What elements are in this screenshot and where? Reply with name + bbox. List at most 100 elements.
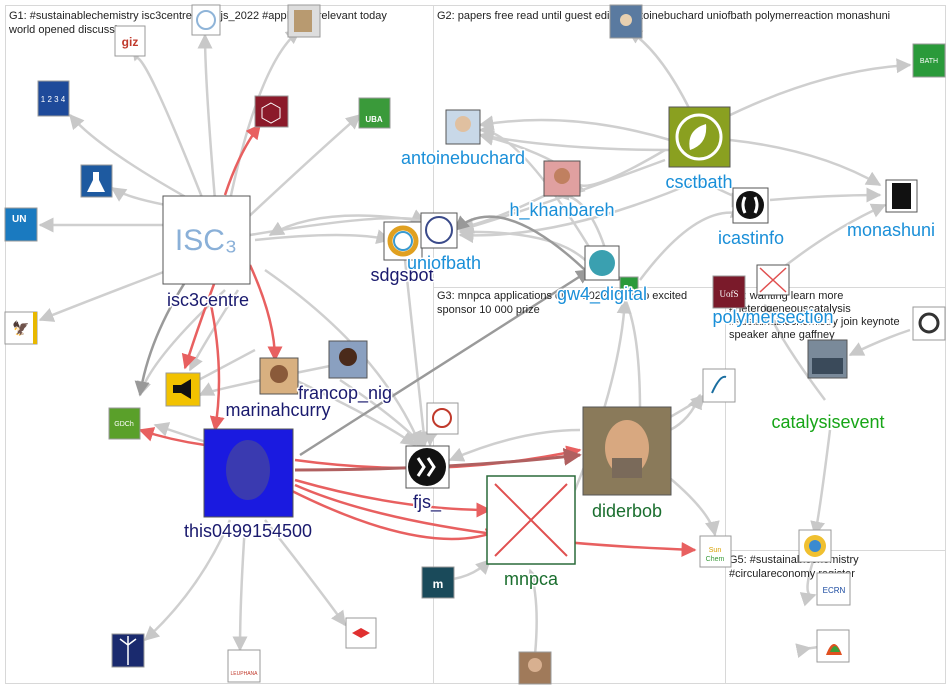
periodic-table-icon[interactable]: 1 2 3 4 [37,80,70,117]
lab-photo-icon[interactable] [609,4,643,39]
svg-text:1 2 3 4: 1 2 3 4 [41,95,66,104]
wind-turbine-icon[interactable] [111,633,145,668]
svg-text:🦅: 🦅 [12,319,29,337]
node-marinahcurry[interactable]: marinahcurry [224,357,332,422]
node-gw4[interactable]: gw4_digital [555,245,649,307]
megaphone-logo-icon[interactable] [165,372,201,407]
node-fjs_[interactable]: fjs_ [405,445,450,515]
node-isc3centre[interactable]: ISC₃ isc3centre [162,195,251,312]
node-this0499154500[interactable]: this0499154500 [182,428,314,543]
gdch-logo-icon[interactable]: GDCh [108,407,141,440]
node-h_khanbareh[interactable]: h_khanbareh [508,160,616,223]
isc3-logo-icon [162,195,251,285]
edge [198,363,336,397]
edge [248,264,283,362]
monash-logo-mark [892,183,911,209]
c-logo-icon[interactable] [912,306,946,341]
node-catalysisevent[interactable]: catalysisevent [770,339,886,434]
group-label-line: speaker anne gaffney [729,329,835,341]
svg-text:UN: UN [12,214,26,225]
node-icastinfo[interactable]: icastinfo [716,187,786,250]
node-monashuni[interactable]: monashuni [845,179,937,242]
edge [403,259,431,447]
leaf-circle [675,113,723,161]
node-mnpca[interactable]: mnpca [486,475,576,591]
group-panel-g5 [725,550,946,684]
edge [264,519,347,627]
uba-logo-icon[interactable]: UBA [358,97,391,129]
edge [527,568,542,656]
colorful-logo-icon[interactable] [816,629,850,663]
edge [729,138,882,187]
edge [458,224,591,266]
bulb-logo-icon[interactable] [426,402,459,435]
face-shape [339,348,357,366]
node-label: mnpca [504,569,559,589]
node-csctbath[interactable]: csctbath [664,106,734,194]
node-polymersection[interactable]: polymersection [711,264,835,329]
face-shape [455,116,471,132]
isc3-small-logo-icon[interactable] [191,4,221,36]
mn-logo-icon[interactable]: m [421,566,455,599]
seal-shape [425,216,453,244]
node-label: icastinfo [718,228,784,248]
node-label: h_khanbareh [509,200,614,221]
leuphana-logo-icon[interactable]: LEUPHANA [227,649,261,683]
sdg-wheel-outer [387,225,419,257]
node-diderbob[interactable]: diderbob [582,406,672,523]
group-label-g4: G4: wanting learn more #heterogeneouscat… [729,290,903,341]
flask-outline-logo-icon[interactable] [702,368,736,403]
edge [294,378,417,447]
sdg-wheel-inner [393,231,413,251]
labeled-nodes: ISC₃ isc3centre this0499154500 marinahcu… [162,106,937,591]
edge [299,268,592,457]
svg-text:LEUPHANA: LEUPHANA [231,671,259,677]
book-cover-icon[interactable] [287,4,321,38]
edge [244,114,362,221]
german-eagle-logo-icon[interactable]: 🦅 [4,311,38,345]
edge [626,28,692,111]
node-label: diderbob [592,501,662,521]
bath-logo-icon[interactable]: BATH [912,43,946,78]
green-square-icon[interactable] [619,276,639,294]
giz-logo-icon[interactable]: giz [114,25,146,57]
icast-logo-mark [741,196,759,214]
person-photo-icon[interactable] [518,651,552,685]
edge [769,187,882,203]
node-label: monashuni [847,220,935,240]
node-antoinebuchard[interactable]: antoinebuchard [399,109,527,170]
node-francop_nig[interactable]: francop_nig [296,340,394,406]
edge [232,524,248,652]
edge [478,115,671,142]
svg-text:BATH: BATH [920,58,938,65]
un-environment-logo-icon[interactable]: UN [4,207,38,242]
node-sdgsbot[interactable]: sdgsbot [369,221,435,287]
fjs-logo-mark [416,457,436,477]
svg-text:Sun: Sun [709,547,722,554]
edge [228,29,302,201]
node-label: isc3centre [167,290,249,310]
node-uniofbath[interactable]: uniofbath [405,212,483,275]
globe-shape [589,250,615,276]
group-label-line: sponsor 10 000 prize [437,304,540,316]
svg-text:giz: giz [122,35,139,49]
uofs-logo-icon[interactable]: UofS [712,275,746,309]
edge [458,158,666,234]
dow-logo-icon[interactable] [345,617,377,649]
globe-colorful-icon[interactable] [798,529,832,563]
group-label-line: #sustainablechemistry join keynote [729,316,900,328]
edge [69,113,201,207]
cube-logo-icon[interactable] [254,95,289,128]
edge [453,215,586,271]
node-label: marinahcurry [225,400,330,420]
node-label: gw4_digital [557,284,647,305]
flask-logo-icon[interactable] [80,164,113,198]
node-label: fjs_ [413,492,442,513]
group-label-line: world opened discussion [8,24,129,36]
minor-nodes: giz 1 2 3 4 UBA UN 🦅 GDCh LEUPHANA m Sun… [4,4,946,685]
edge [810,429,832,537]
ecrn-logo-icon[interactable]: ECRN [816,572,851,606]
broken-image-cross [759,267,787,293]
